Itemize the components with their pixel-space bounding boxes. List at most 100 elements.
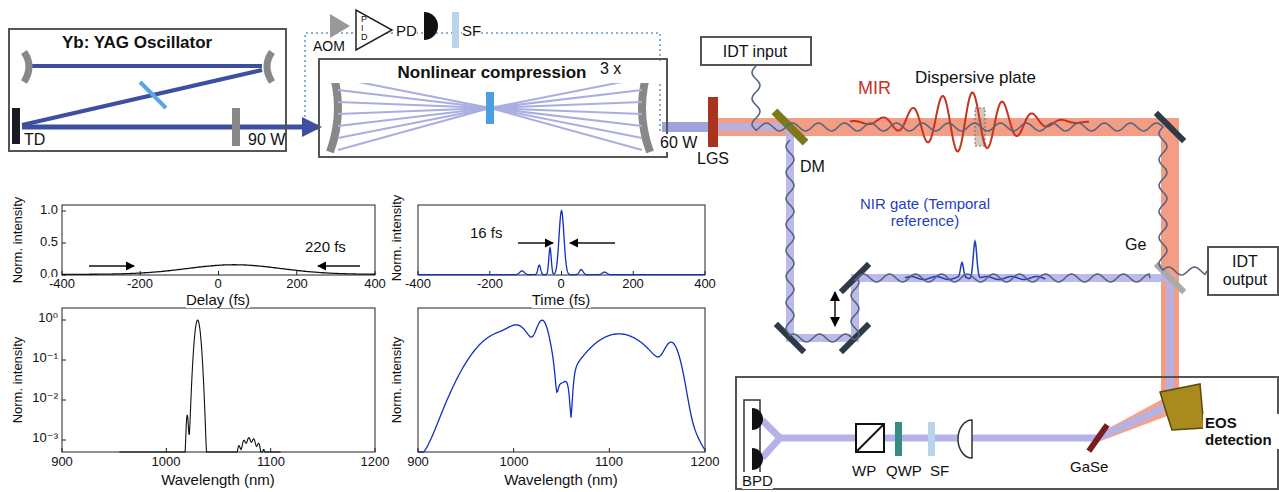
part-label: NIR gate (Temporal reference) [845,195,1005,230]
axis-text: 1100 [595,455,623,470]
part-label: Dispersive plate [915,68,1036,88]
plots [418,205,705,275]
component-box: Yb: YAG Oscillator [8,28,287,152]
axis-text: Wavelength (nm) [504,471,618,488]
feedback-parts [330,10,459,50]
axis-text: 10⁻³ [32,431,58,446]
part-label: Ge [1125,236,1146,254]
axis-text: 900 [51,455,73,470]
plots [418,211,705,275]
feedback-parts [452,12,459,48]
plots [62,400,66,401]
oscillator-optics [232,108,240,146]
multipass-cell [338,90,642,138]
optics [752,408,763,430]
axis-text: -200 [477,277,503,292]
waveforms [850,93,1089,152]
optics [928,422,935,456]
plots [62,360,66,361]
axis-text: -200 [127,277,153,292]
plots [318,265,360,266]
multipass-cell [338,78,642,150]
plots [62,448,63,452]
box-title: IDT output [1213,253,1277,290]
axis-text: 1000 [152,455,181,470]
part-label: P I D [361,15,370,42]
part-label: GaSe [1070,458,1108,475]
plots [62,205,705,452]
optics [834,292,836,326]
beams [662,127,1170,458]
beams [662,122,708,132]
axis-text: 1200 [691,455,720,470]
axis-text: 0.5 [40,235,58,250]
axis-text: -400 [405,277,431,292]
axis-text: 1100 [257,455,285,470]
plots [513,448,514,452]
axis-text: Norm. intensity [390,337,405,424]
optics [708,97,1204,476]
axis-text: Delay (fs) [186,291,250,308]
axis-text: 400 [694,277,716,292]
oscillator-optics [22,70,262,125]
axis-text: 10⁻² [32,391,58,406]
plots [62,265,375,275]
feedback-parts [330,14,350,38]
box-title: EOS detection [1203,414,1279,449]
part-label: BPD [742,472,773,489]
axis-text: 400 [364,277,386,292]
beams [718,127,1170,398]
plots [375,448,376,452]
plots [418,308,705,452]
oscillator-optics [267,52,272,82]
beams [762,405,1170,458]
oscillator-optics [12,52,287,146]
fiber-line [752,66,1207,275]
axis-text: -400 [49,277,75,292]
beam-arrow [287,125,318,130]
plots [62,440,66,441]
optics [856,424,884,452]
oscillator-optics [22,125,287,130]
plots [62,205,375,275]
component-box: IDT output [1207,246,1279,296]
plots [296,271,297,275]
part-label: SF [930,462,949,479]
part-label: AOM [313,38,345,54]
box-title: IDT input [702,43,808,61]
axis-text: 0 [214,277,221,292]
optics [1160,384,1204,430]
multipass-cell [338,90,642,138]
plots [418,320,705,452]
component-box: IDT input [700,36,812,66]
part-label: 3 x [600,60,621,78]
plots [62,243,66,244]
part-label: WP [852,462,876,479]
axis-text: Norm. intensity [11,337,26,424]
oscillator-optics [28,64,262,68]
plots [119,320,280,452]
optics [708,97,718,147]
axis-text: Time (fs) [532,291,591,308]
axis-text: 10⁻¹ [32,351,58,366]
power-label: 90 W [248,131,285,149]
plots [62,308,375,452]
axis-text: 0 [557,277,564,292]
plots [62,211,66,212]
part-label: PD [396,22,417,39]
plots [270,448,271,452]
part-label: MIR [858,78,891,99]
box-title: Yb: YAG Oscillator [60,33,214,53]
axis-text: 900 [407,455,429,470]
optics [839,322,872,355]
plots [518,242,553,243]
part-label: TD [24,131,45,149]
waveforms [786,140,1150,342]
plots [218,271,219,275]
beams [718,127,1170,398]
optics [856,424,884,452]
plots [609,448,610,452]
part-label: 60 W [660,134,697,152]
